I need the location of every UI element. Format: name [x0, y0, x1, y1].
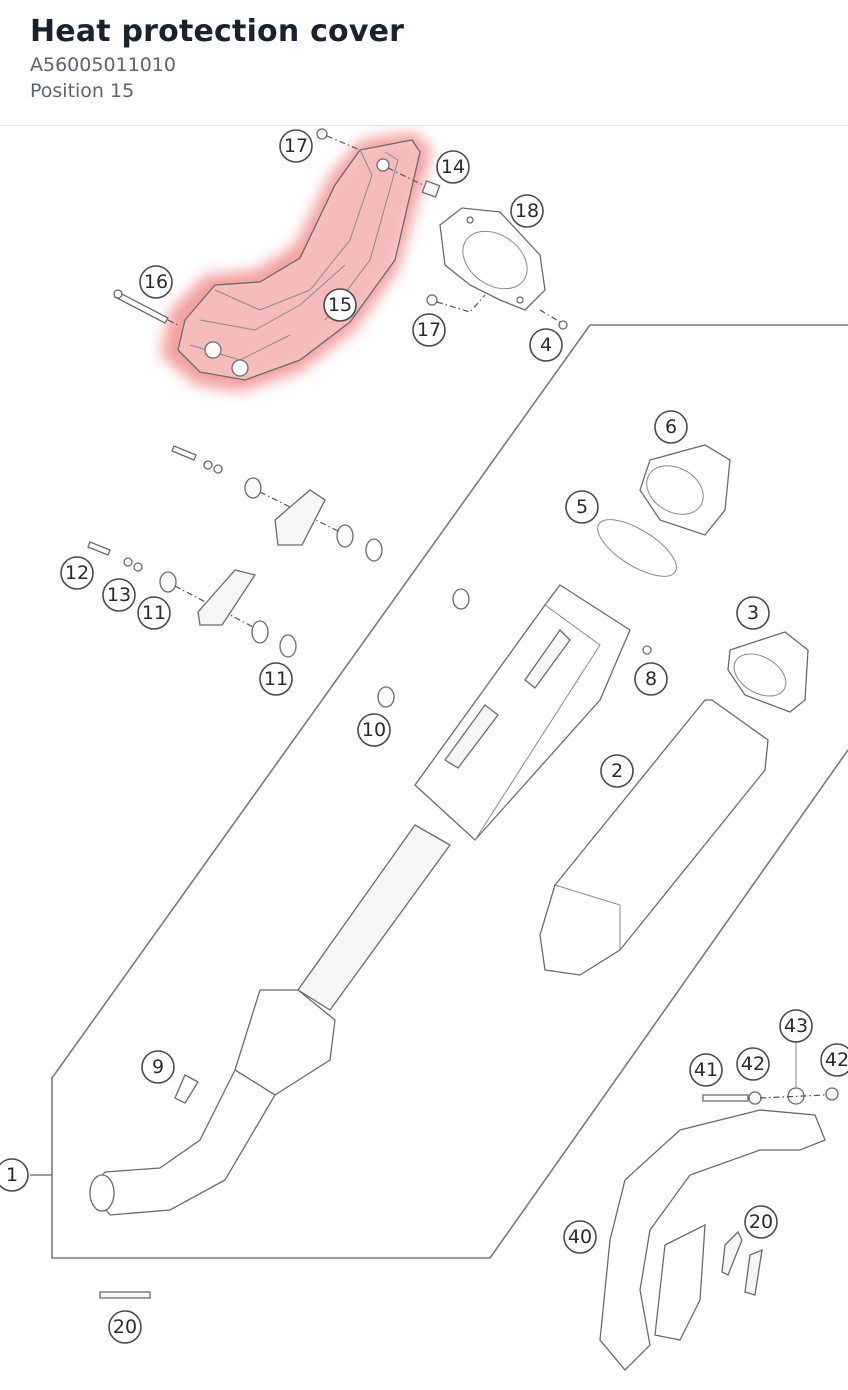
callout-40[interactable]: 40	[563, 1220, 597, 1254]
svg-text:42: 42	[741, 1053, 765, 1075]
highlight-part-15[interactable]	[160, 132, 432, 392]
callout-6[interactable]: 6	[654, 410, 688, 444]
callout-3[interactable]: 3	[736, 596, 770, 630]
part-number: A56005011010	[30, 54, 176, 76]
callout-15[interactable]: 15	[323, 288, 357, 322]
callout-9[interactable]: 9	[141, 1050, 175, 1084]
callout-18[interactable]: 18	[510, 194, 544, 228]
part-2-outer-sleeve	[539, 699, 769, 976]
svg-text:3: 3	[747, 602, 759, 624]
svg-text:11: 11	[264, 668, 288, 690]
callout-12[interactable]: 12	[60, 556, 94, 590]
muffler-inner-body	[414, 584, 631, 841]
svg-text:13: 13	[107, 584, 131, 606]
svg-text:17: 17	[417, 319, 441, 341]
svg-text:42: 42	[825, 1049, 848, 1071]
svg-text:5: 5	[576, 496, 588, 518]
part-14-clip	[387, 167, 441, 198]
part-15-heat-protection-cover[interactable]	[177, 139, 421, 381]
svg-text:8: 8	[645, 668, 657, 690]
svg-text:17: 17	[284, 135, 308, 157]
exploded-parts-diagram: 17 14 18 16 15 17 4 6 5 12 13 11 11 3 8 …	[0, 128, 848, 1371]
lead-pipe-group	[599, 1040, 839, 1371]
svg-text:40: 40	[568, 1226, 592, 1248]
part-17-screw-top	[316, 128, 361, 151]
part-18-bracket	[439, 207, 546, 311]
perforated-core	[234, 824, 451, 1096]
page-title: Heat protection cover	[30, 14, 405, 49]
callout-10[interactable]: 10	[357, 713, 391, 747]
callout-4[interactable]: 4	[529, 328, 563, 362]
callout-2[interactable]: 2	[600, 754, 634, 788]
callout-1[interactable]: 1	[0, 1158, 29, 1192]
callout-14[interactable]: 14	[436, 150, 470, 184]
svg-text:43: 43	[784, 1015, 808, 1037]
grommet-upper	[452, 588, 470, 610]
svg-text:2: 2	[611, 760, 623, 782]
position-label: Position 15	[30, 80, 135, 102]
svg-text:20: 20	[113, 1316, 137, 1338]
svg-text:41: 41	[694, 1059, 718, 1081]
callout-17[interactable]: 17	[412, 313, 446, 347]
part-5-gasket	[597, 519, 677, 577]
part-4-nut	[539, 309, 568, 330]
svg-text:14: 14	[441, 156, 465, 178]
part-10-grommet	[377, 686, 395, 708]
svg-text:6: 6	[665, 416, 677, 438]
part-8-screw	[642, 645, 652, 655]
callout-11[interactable]: 11	[137, 596, 171, 630]
svg-text:11: 11	[142, 602, 166, 624]
part-20-spring	[99, 1291, 151, 1299]
part-6-end-cap	[639, 444, 731, 536]
mounting-bracket-upper	[171, 445, 383, 562]
mounting-bracket-lower	[87, 541, 297, 658]
svg-text:18: 18	[515, 200, 539, 222]
callout-43[interactable]: 43	[779, 1009, 813, 1043]
callout-42[interactable]: 42	[820, 1043, 848, 1077]
callout-20[interactable]: 20	[744, 1205, 778, 1239]
header-pipe	[89, 1069, 276, 1216]
svg-text:10: 10	[362, 719, 386, 741]
svg-text:15: 15	[328, 294, 352, 316]
callout-16[interactable]: 16	[139, 265, 173, 299]
callout-5[interactable]: 5	[565, 490, 599, 524]
part-16-bolt	[113, 289, 181, 327]
svg-text:20: 20	[749, 1211, 773, 1233]
callout-20[interactable]: 20	[108, 1310, 142, 1344]
callout-11[interactable]: 11	[259, 662, 293, 696]
callout-42[interactable]: 42	[736, 1047, 770, 1081]
svg-text:12: 12	[65, 562, 89, 584]
page-header: Heat protection cover A56005011010 Posit…	[0, 0, 848, 126]
svg-text:1: 1	[6, 1164, 18, 1186]
part-9-clip	[174, 1074, 199, 1104]
callout-8[interactable]: 8	[634, 662, 668, 696]
svg-text:16: 16	[144, 271, 168, 293]
svg-text:4: 4	[540, 334, 552, 356]
part-3-end-cap	[727, 631, 809, 713]
part-17-screw-lower	[426, 294, 486, 313]
assembly-frame-muffler	[51, 324, 848, 1259]
svg-text:9: 9	[152, 1056, 164, 1078]
callout-13[interactable]: 13	[102, 578, 136, 612]
callout-41[interactable]: 41	[689, 1053, 723, 1087]
callout-17[interactable]: 17	[279, 129, 313, 163]
